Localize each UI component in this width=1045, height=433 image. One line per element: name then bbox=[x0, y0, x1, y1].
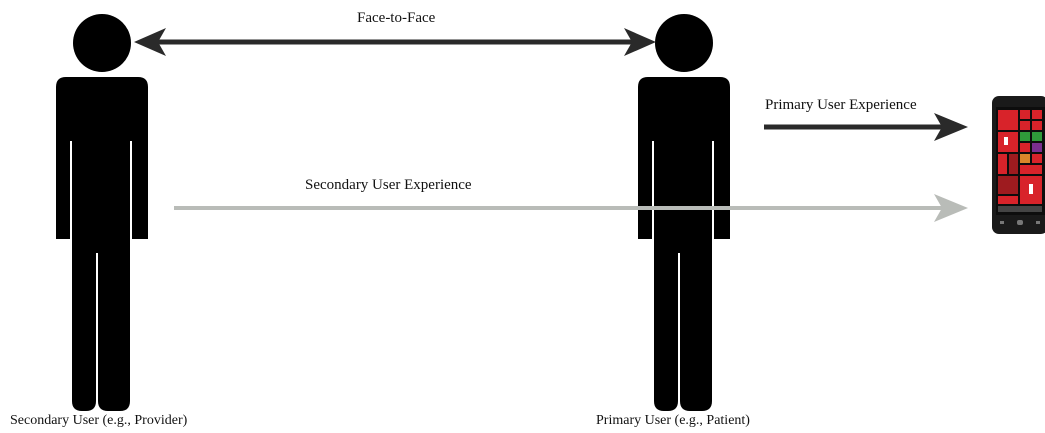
primary-user-experience-label: Primary User Experience bbox=[765, 97, 917, 113]
secondary-user-caption: Secondary User (e.g., Provider) bbox=[10, 413, 188, 428]
secondary-user-figure bbox=[56, 14, 148, 411]
primary-user-figure bbox=[638, 14, 730, 411]
secondary-user-experience-label: Secondary User Experience bbox=[305, 177, 472, 193]
secondary-ux-arrow bbox=[174, 194, 968, 222]
face-to-face-arrow bbox=[134, 28, 656, 56]
primary-user-caption: Primary User (e.g., Patient) bbox=[596, 413, 750, 428]
smartphone-icon bbox=[992, 96, 1045, 234]
face-to-face-label: Face-to-Face bbox=[357, 10, 436, 26]
primary-ux-arrow bbox=[764, 113, 968, 141]
